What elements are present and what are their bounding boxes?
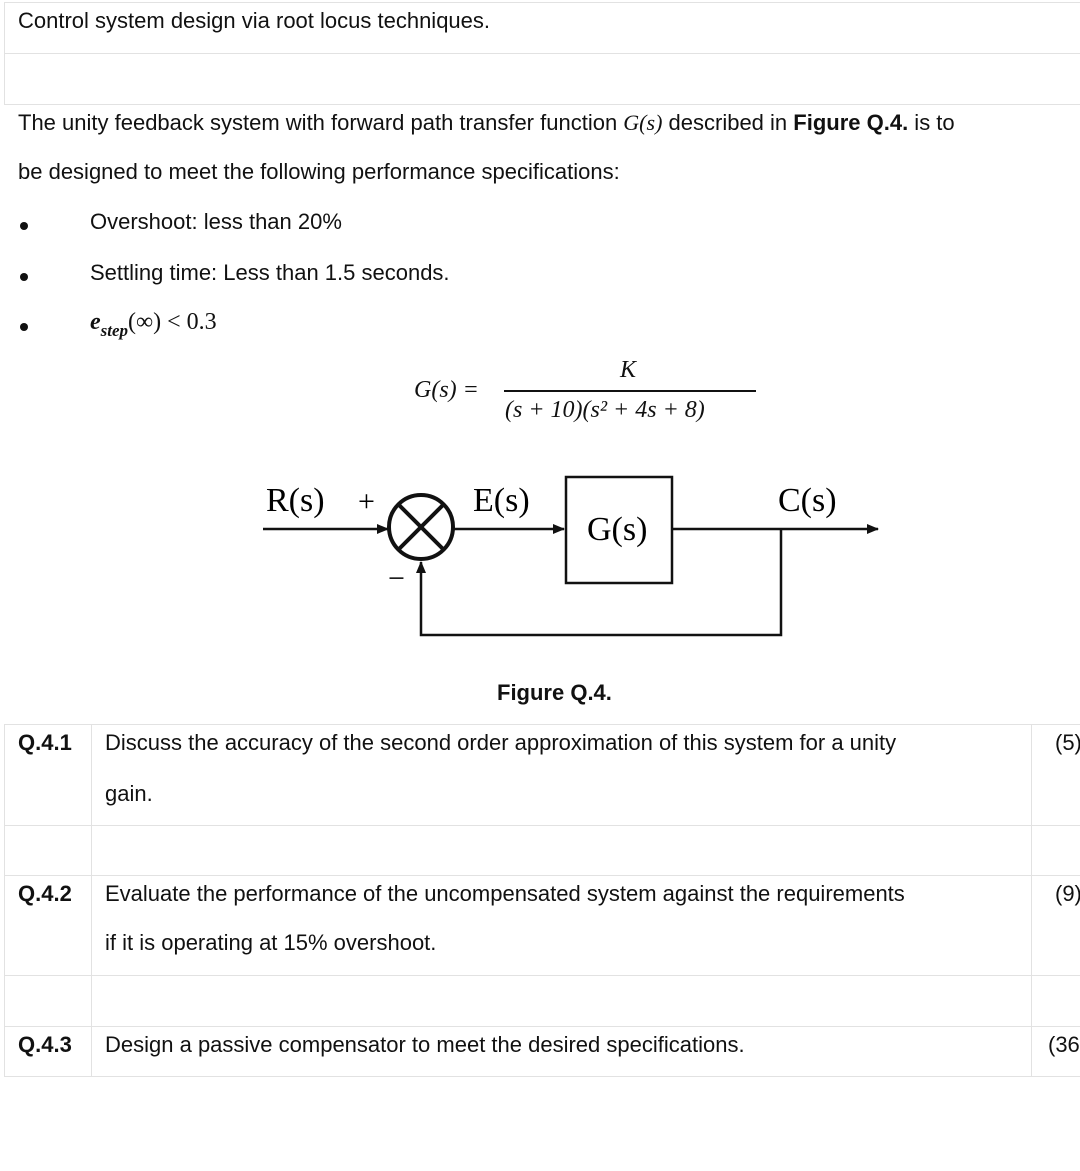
input-label: R(s) bbox=[266, 482, 325, 519]
table-border bbox=[4, 53, 1080, 54]
output-label: C(s) bbox=[778, 482, 837, 519]
figure-reference: Figure Q.4. bbox=[793, 110, 909, 135]
equation-denominator: (s + 10)(s² + 4s + 8) bbox=[505, 397, 705, 423]
minus-sign: − bbox=[388, 562, 405, 595]
table-border bbox=[4, 1026, 1080, 1027]
summing-junction bbox=[387, 493, 455, 561]
table-border bbox=[4, 2, 5, 104]
block-label: G(s) bbox=[587, 511, 647, 548]
question-text: Design a passive compensator to meet the… bbox=[105, 1032, 745, 1057]
question-marks: (36 bbox=[1048, 1032, 1080, 1057]
function-symbol: G(s) bbox=[623, 110, 663, 135]
intro-text: The unity feedback system with forward p… bbox=[18, 110, 624, 135]
table-border bbox=[4, 724, 5, 1076]
intro-text: described in bbox=[662, 110, 794, 135]
plus-sign: + bbox=[358, 485, 375, 518]
question-text: gain. bbox=[105, 781, 153, 806]
summing-junction-cross bbox=[396, 502, 446, 552]
table-border bbox=[4, 975, 1080, 976]
spec-settling-time: Settling time: Less than 1.5 seconds. bbox=[90, 260, 450, 285]
table-border bbox=[4, 104, 1080, 105]
equation-lhs: G(s) = bbox=[414, 377, 479, 403]
question-text: if it is operating at 15% overshoot. bbox=[105, 930, 437, 955]
error-label: E(s) bbox=[473, 482, 530, 519]
error-symbol: e bbox=[90, 309, 101, 335]
question-id: Q.4.3 bbox=[18, 1032, 72, 1057]
table-border bbox=[4, 724, 1080, 725]
question-marks: (9) bbox=[1055, 881, 1080, 906]
question-marks: (5) bbox=[1055, 730, 1080, 755]
bullet-icon bbox=[20, 273, 28, 281]
figure-caption: Figure Q.4. bbox=[497, 680, 612, 705]
question-text: Discuss the accuracy of the second order… bbox=[105, 730, 897, 755]
table-border bbox=[4, 875, 1080, 876]
intro-line-1: The unity feedback system with forward p… bbox=[18, 109, 955, 137]
intro-line-2: be designed to meet the following perfor… bbox=[18, 159, 620, 184]
question-text: Evaluate the performance of the uncompen… bbox=[105, 881, 905, 906]
spec-overshoot: Overshoot: less than 20% bbox=[90, 209, 342, 234]
equation-numerator: K bbox=[620, 357, 637, 383]
fraction-bar bbox=[504, 390, 756, 392]
spec-steady-state-error: estep(∞) < 0.3 bbox=[90, 308, 217, 340]
intro-text: is to bbox=[908, 110, 955, 135]
table-border bbox=[1031, 724, 1032, 1076]
page-title: Control system design via root locus tec… bbox=[18, 8, 491, 33]
table-border bbox=[91, 724, 92, 1076]
bullet-icon bbox=[20, 222, 28, 230]
table-border bbox=[4, 2, 1080, 3]
error-condition: (∞) < 0.3 bbox=[128, 309, 217, 335]
feedback-path bbox=[416, 529, 783, 637]
question-id: Q.4.2 bbox=[18, 881, 72, 906]
table-border bbox=[4, 825, 1080, 826]
table-border bbox=[4, 1076, 1080, 1077]
error-subscript: step bbox=[100, 321, 129, 340]
question-id: Q.4.1 bbox=[18, 730, 72, 755]
bullet-icon bbox=[20, 323, 28, 331]
